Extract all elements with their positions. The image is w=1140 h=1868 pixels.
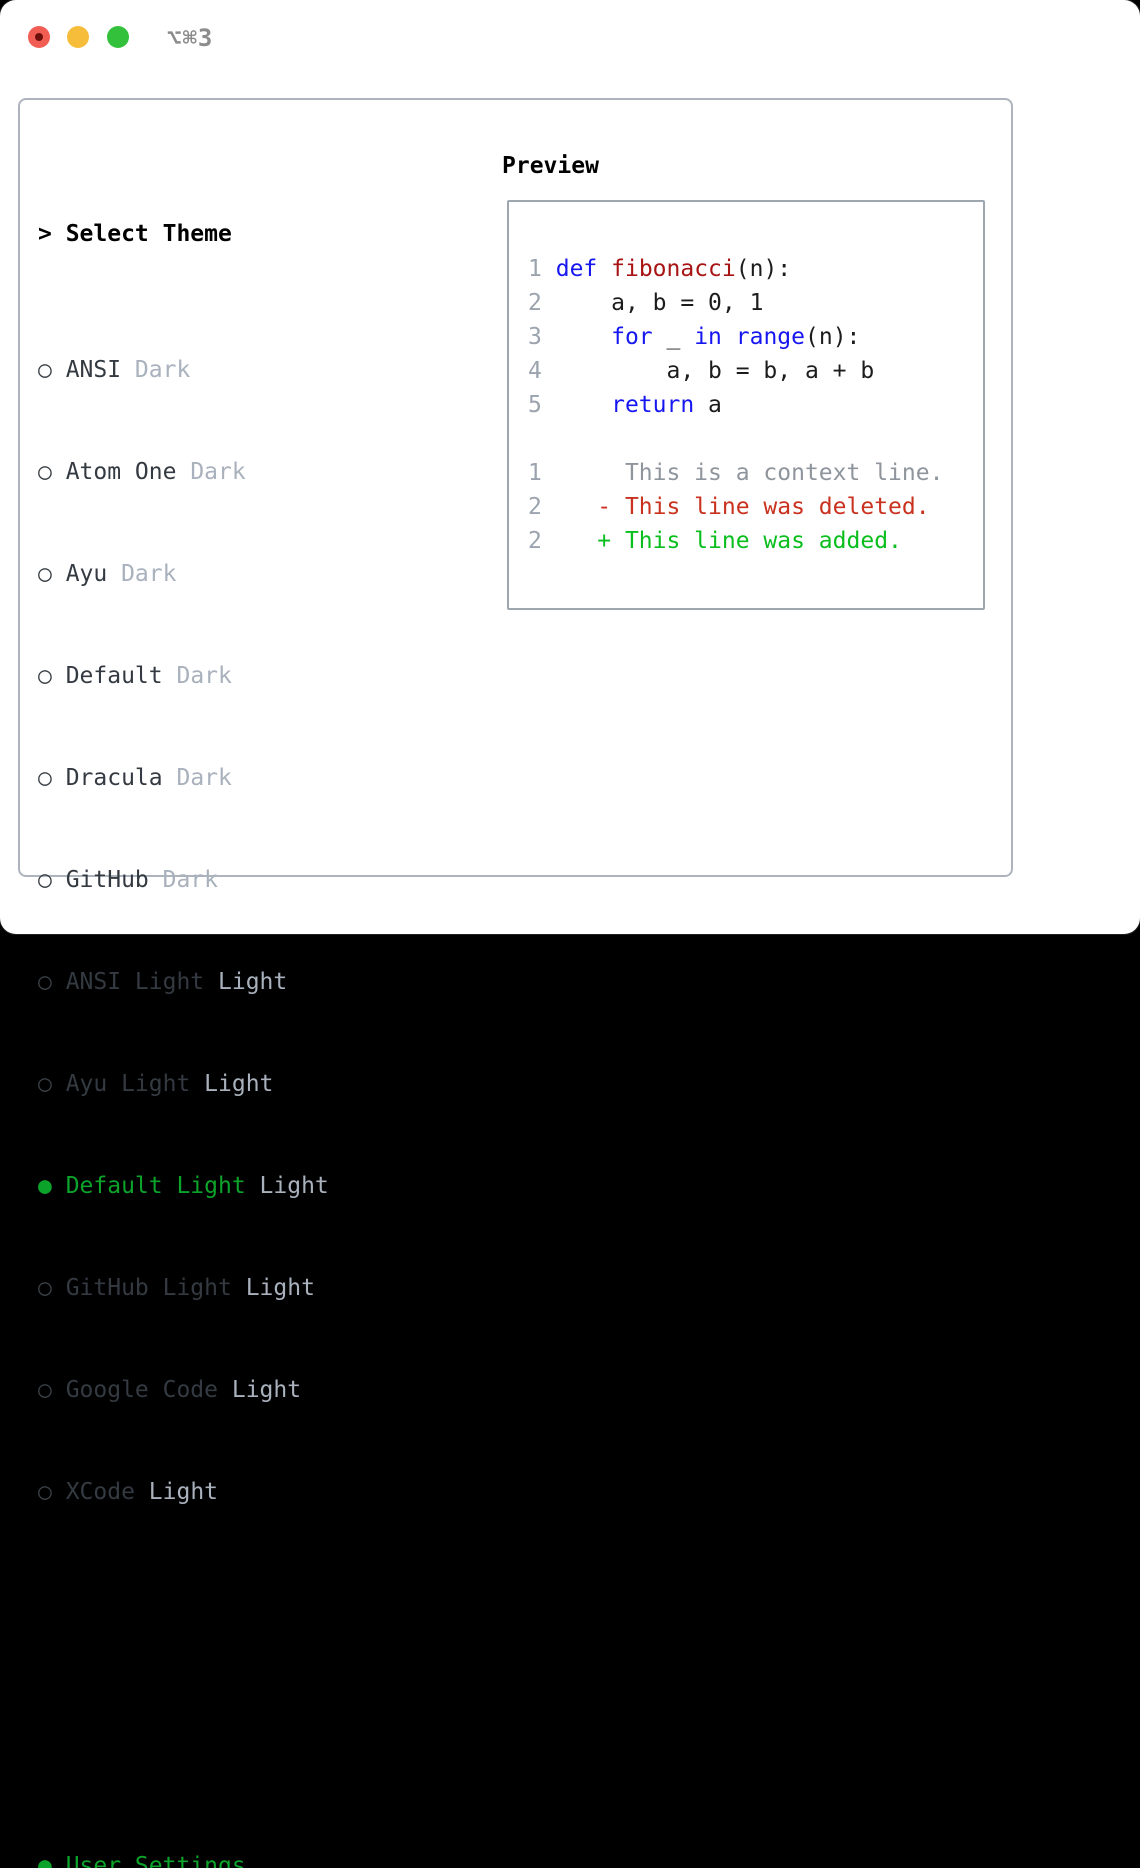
close-button[interactable]: [28, 26, 50, 48]
radio-unselected-icon: ○: [38, 1479, 52, 1505]
radio-unselected-icon: ○: [38, 561, 52, 587]
radio-unselected-icon: ○: [38, 867, 52, 893]
variant-tag: Dark: [176, 765, 232, 791]
diff-context-line: 1 This is a context line.: [528, 460, 944, 486]
code-line: 5 return a: [528, 392, 722, 418]
heading-label: Select Theme: [65, 221, 232, 247]
apply-option-user-settings[interactable]: ●User Settings: [38, 1849, 502, 1868]
maximize-button[interactable]: [107, 26, 129, 48]
radio-unselected-icon: ○: [38, 969, 52, 995]
variant-tag: Dark: [134, 357, 191, 383]
radio-unselected-icon: ○: [38, 1377, 52, 1403]
diff-added-line: 2 + This line was added.: [528, 528, 902, 554]
variant-tag: Light: [204, 1071, 274, 1097]
variant-tag: Light: [218, 969, 288, 995]
variant-tag: Dark: [190, 459, 246, 485]
radio-unselected-icon: ○: [38, 765, 52, 791]
theme-list-heading: > Select Theme: [38, 217, 502, 251]
spacer: [38, 1611, 502, 1645]
radio-selected-icon: ●: [38, 1853, 52, 1868]
radio-unselected-icon: ○: [38, 1071, 52, 1097]
apply-to-heading: Apply To: [65, 1751, 177, 1777]
variant-tag: Dark: [121, 561, 177, 587]
window-title-shortcut: ⌥⌘3: [167, 24, 214, 52]
variant-tag: Light: [148, 1479, 219, 1505]
radio-unselected-icon: ○: [38, 1275, 52, 1301]
code-line: 3 for _ in range(n):: [528, 324, 861, 350]
radio-selected-icon: ●: [38, 1173, 52, 1199]
variant-tag: Dark: [176, 663, 232, 689]
preview-pane: 1 def fibonacci(n): 2 a, b = 0, 1 3 for …: [507, 200, 985, 610]
record-dot-icon: [35, 33, 43, 41]
variant-tag: Light: [231, 1377, 302, 1403]
minimize-button[interactable]: [67, 26, 89, 48]
code-line: 2 a, b = 0, 1: [528, 290, 764, 316]
cursor-icon: >: [38, 221, 52, 247]
variant-tag: Dark: [162, 867, 219, 893]
variant-tag: Light: [259, 1173, 329, 1199]
radio-unselected-icon: ○: [38, 357, 52, 383]
preview-column: Preview 1 def fibonacci(n): 2 a, b = 0, …: [502, 149, 1011, 875]
preview-heading: Preview: [502, 153, 599, 179]
diff-deleted-line: 2 - This line was deleted.: [528, 494, 930, 520]
code-line: 4 a, b = b, a + b: [528, 358, 875, 384]
blank-line: [528, 422, 983, 456]
variant-tag: Light: [245, 1275, 315, 1301]
code-line: 1 def fibonacci(n):: [528, 256, 792, 282]
titlebar: ⌥⌘3: [0, 0, 1140, 98]
radio-unselected-icon: ○: [38, 663, 52, 689]
radio-unselected-icon: ○: [38, 459, 52, 485]
